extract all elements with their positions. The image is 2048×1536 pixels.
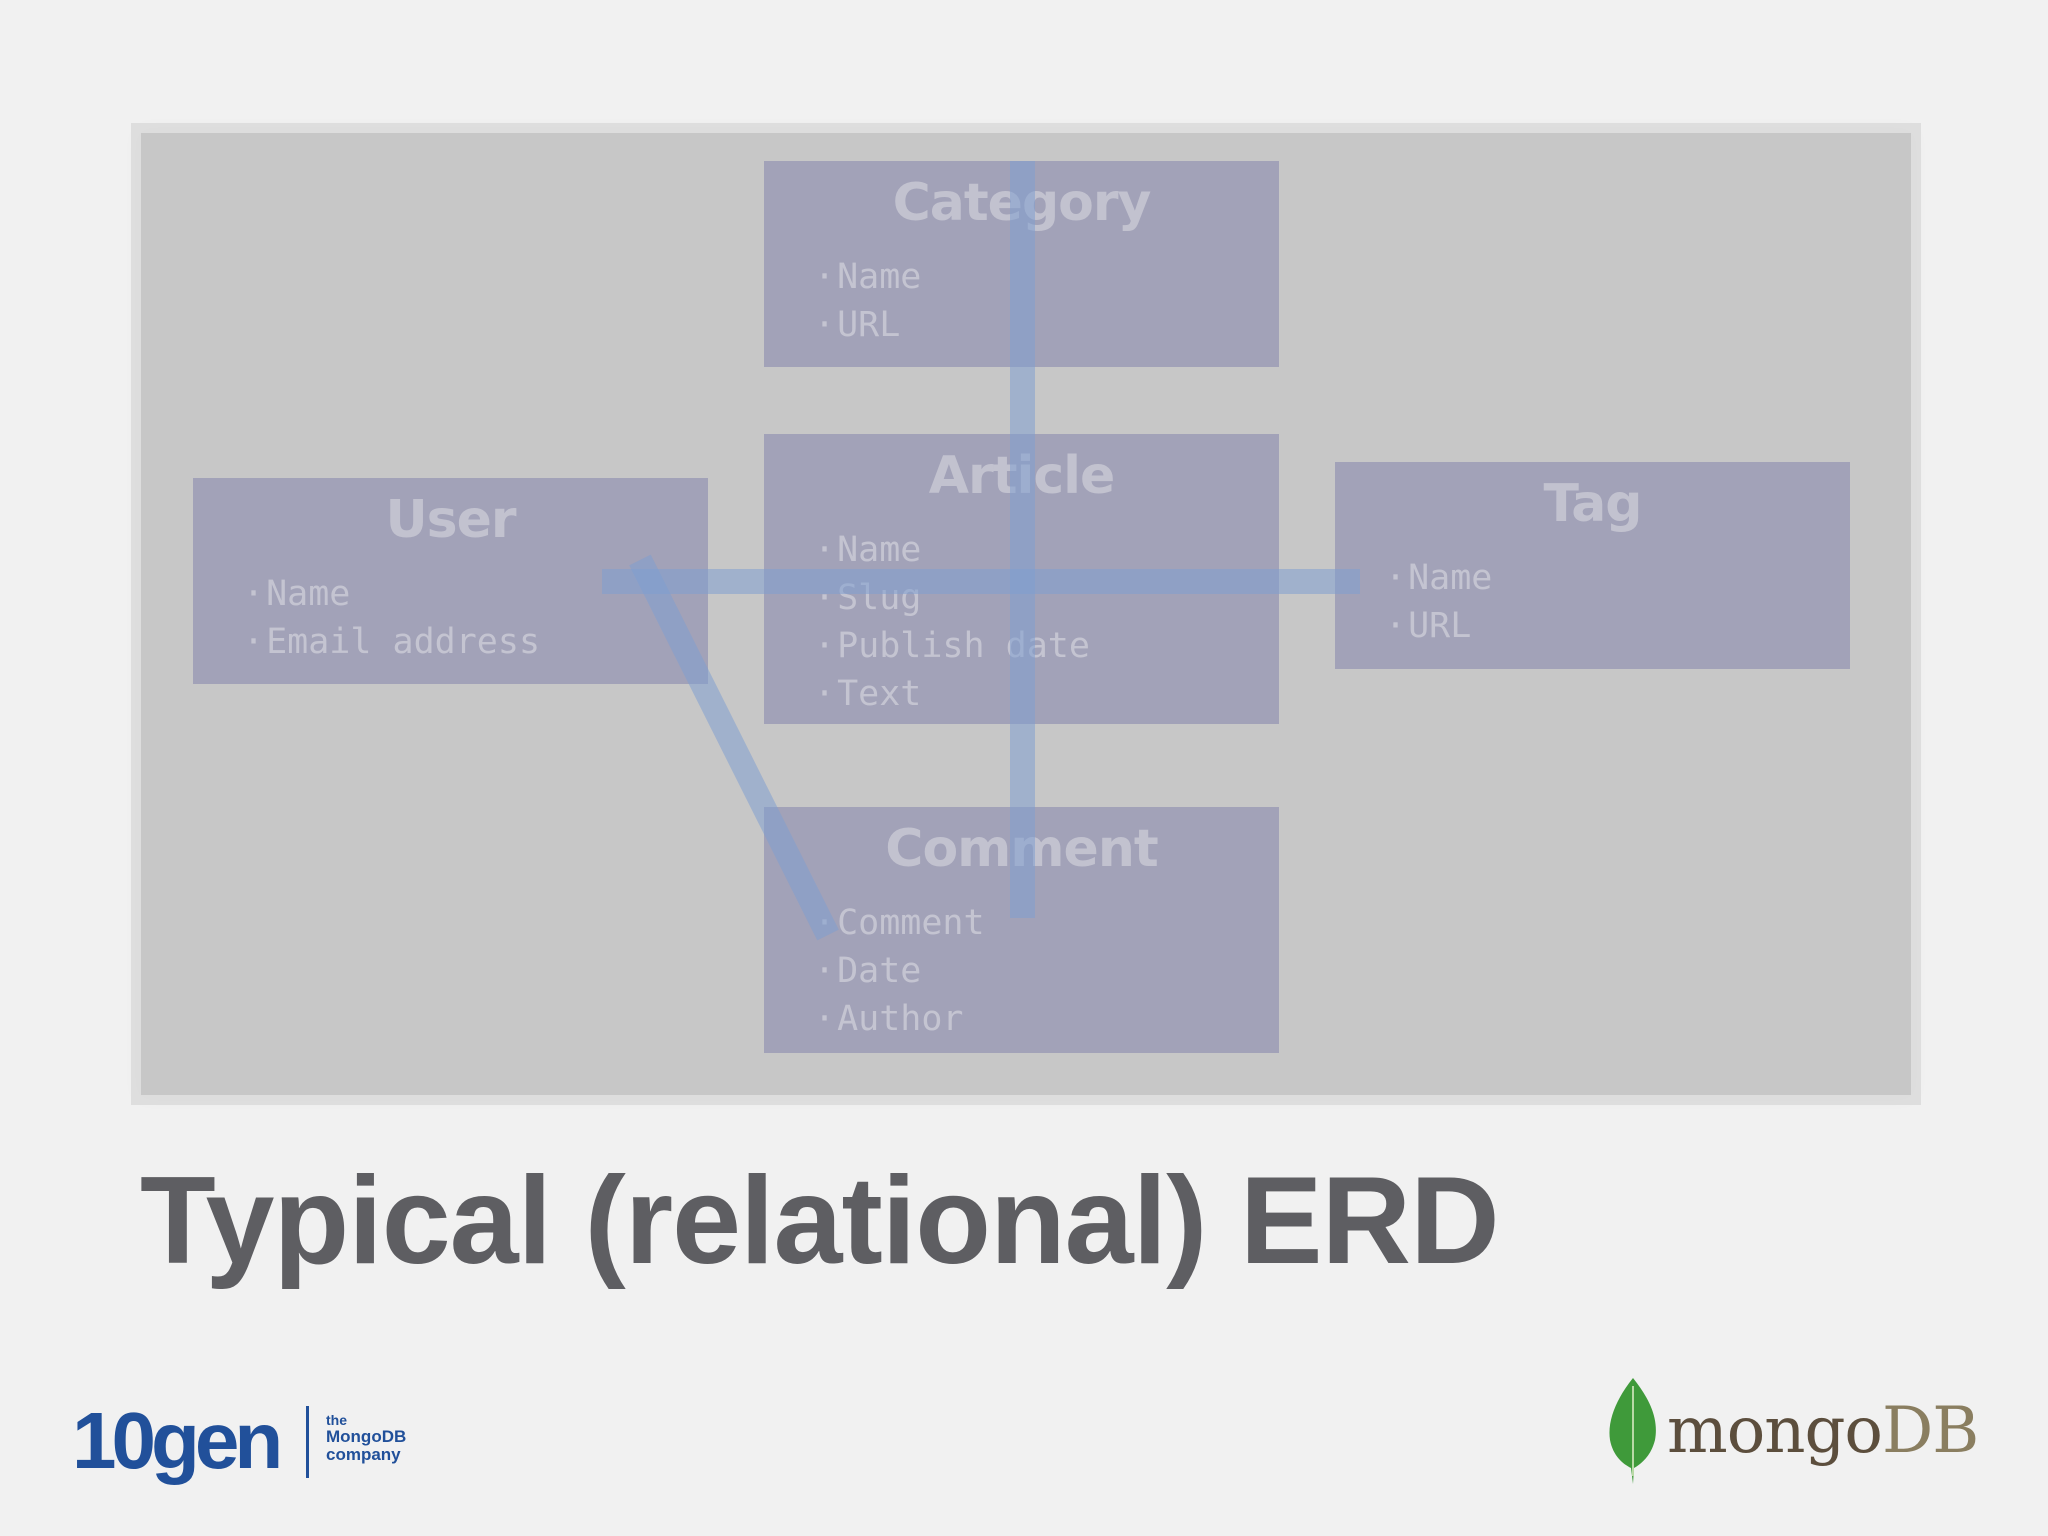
entity-comment: Comment Comment Date Author — [764, 807, 1279, 1053]
entity-tag-title: Tag — [1543, 474, 1642, 534]
entity-article-title: Article — [928, 446, 1116, 506]
field-item: Slug — [814, 574, 1090, 622]
leaf-icon — [1609, 1378, 1656, 1484]
field-item: URL — [1385, 602, 1492, 650]
entity-article: Article Name Slug Publish date Text — [764, 434, 1279, 724]
logo-mongodb-word: mongoDB — [1667, 1394, 1979, 1468]
entity-comment-title: Comment — [885, 819, 1158, 879]
entity-comment-fields: Comment Date Author — [814, 899, 985, 1043]
field-item: Name — [243, 570, 540, 618]
tagline-line: company — [326, 1445, 401, 1464]
entity-category-fields: Name URL — [814, 253, 921, 349]
logo-10gen-tagline: the MongoDB company — [326, 1412, 426, 1464]
entity-tag-fields: Name URL — [1385, 554, 1492, 650]
field-item: Name — [1385, 554, 1492, 602]
field-item: Email address — [243, 618, 540, 666]
field-item: URL — [814, 301, 921, 349]
field-item: Name — [814, 253, 921, 301]
logo-mongo-text: mongo — [1667, 1394, 1883, 1468]
entity-user-fields: Name Email address — [243, 570, 540, 666]
entity-article-fields: Name Slug Publish date Text — [814, 526, 1090, 718]
entity-category-title: Category — [892, 173, 1152, 233]
field-item: Name — [814, 526, 1090, 574]
field-item: Author — [814, 995, 985, 1043]
tagline-line: the — [326, 1412, 347, 1428]
field-item: Date — [814, 947, 985, 995]
entity-user: User Name Email address — [193, 478, 708, 684]
logo-10gen-word: 10gen — [72, 1396, 283, 1485]
field-item: Comment — [814, 899, 985, 947]
logo-divider — [306, 1406, 309, 1478]
field-item: Text — [814, 670, 1090, 718]
logo-mongodb: mongoDB — [1605, 1376, 1985, 1496]
slide-title: Typical (relational) ERD — [140, 1152, 1500, 1290]
logo-db-text: DB — [1881, 1394, 1979, 1468]
tagline-line: MongoDB — [326, 1427, 407, 1446]
entity-category: Category Name URL — [764, 161, 1279, 367]
field-item: Publish date — [814, 622, 1090, 670]
entity-user-title: User — [385, 490, 516, 550]
entity-tag: Tag Name URL — [1335, 462, 1850, 669]
